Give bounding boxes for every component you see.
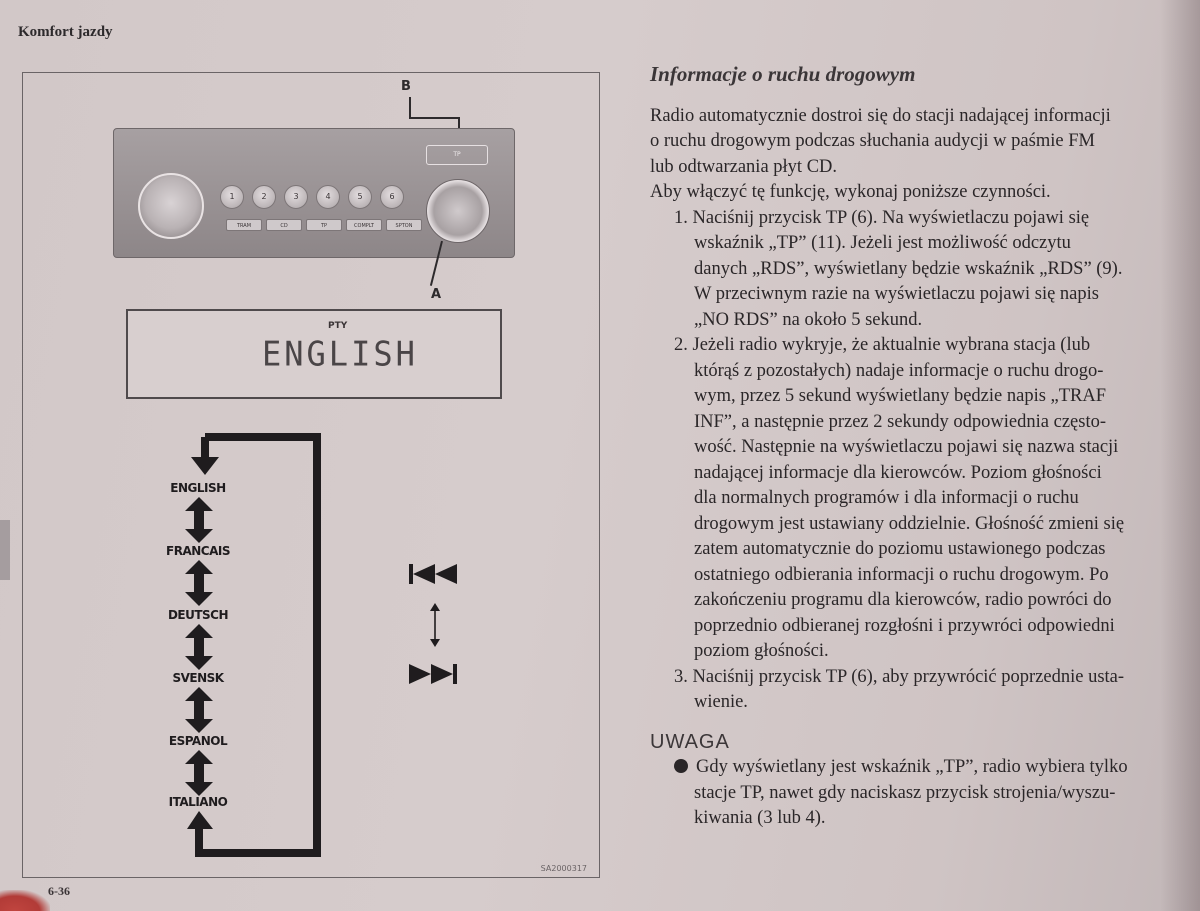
note-line: Gdy wyświetlany jest wskaźnik „TP”, radi… — [650, 755, 1190, 781]
preset-button-5: 5 — [348, 185, 372, 209]
intro-line: lub odtwarzania płyt CD. — [650, 156, 838, 177]
bullet-icon — [674, 759, 688, 773]
leader-line-b-h — [409, 117, 459, 119]
label-a: A — [431, 287, 442, 302]
up-down-arrow-icon — [185, 687, 213, 733]
lcd-text: ENGLISH — [262, 334, 418, 374]
language-francais: FRANCAIS — [166, 544, 230, 558]
language-svensk: SVENSK — [172, 671, 224, 685]
preset-button-6: 6 — [380, 185, 404, 209]
step-3-line: wienie. — [694, 692, 748, 712]
radio-figure: B 1 2 3 4 5 6 TRAM CD TP COMPLT SPTON TP… — [22, 72, 600, 878]
note-title: UWAGA — [650, 730, 730, 753]
function-button: SPTON — [386, 219, 422, 231]
language-espanol: ESPANOL — [168, 734, 228, 748]
step-2-line: wość. Następnie na wyświetlaczu pojawi s… — [694, 437, 1119, 457]
chapter-tab — [0, 520, 10, 580]
function-button: TRAM — [226, 219, 262, 231]
step-3-line: 3. Naciśnij przycisk TP (6), aby przywró… — [650, 665, 1190, 691]
finger-thumb — [0, 890, 50, 911]
up-down-arrow-icon — [185, 497, 213, 543]
figure-code: SA2000317 — [540, 864, 587, 873]
step-2-line: wym, przez 5 sekund wyświetlany będzie n… — [694, 386, 1107, 406]
step-1-line: „NO RDS” na około 5 sekund. — [694, 309, 923, 330]
step-2-line: dla normalnych programów i dla informacj… — [694, 488, 1079, 508]
preset-button-1: 1 — [220, 185, 244, 209]
label-b: B — [401, 79, 411, 94]
volume-knob — [138, 173, 204, 239]
step-2-line: zatem automatycznie do poziomu ustawione… — [694, 539, 1106, 559]
radio-unit: 1 2 3 4 5 6 TRAM CD TP COMPLT SPTON TP — [113, 128, 515, 258]
step-text: Jeżeli radio wykryje, że aktualnie wybra… — [692, 335, 1091, 355]
leader-line-b — [409, 97, 411, 119]
tp-button: TP — [426, 145, 488, 165]
intro-line: o ruchu drogowym podczas słuchania audyc… — [650, 131, 1095, 151]
function-button: COMPLT — [346, 219, 382, 231]
page-number: 6-36 — [48, 884, 70, 898]
up-down-arrow-icon — [185, 624, 213, 670]
function-buttons: TRAM CD TP COMPLT SPTON — [226, 219, 422, 231]
step-2-line: INF”, a następnie przez 2 sekundy odpowi… — [694, 411, 1106, 432]
language-deutsch: DEUTSCH — [167, 608, 229, 622]
lcd-display: PTY ENGLISH — [126, 309, 502, 399]
step-number: 2. — [674, 335, 688, 355]
intro-line: Radio automatycznie dostroi się do stacj… — [650, 105, 1111, 126]
language-english: ENGLISH — [170, 481, 226, 495]
function-button: CD — [266, 219, 302, 231]
step-2-line: poziom głośności. — [694, 641, 829, 661]
note-line: stacje TP, nawet gdy naciskasz przycisk … — [694, 782, 1116, 803]
preset-button-4: 4 — [316, 185, 340, 209]
step-2-line: którąś z pozostałych) nadaje informacje … — [694, 360, 1104, 381]
next-track-icon — [409, 664, 457, 684]
step-2-line: ostatniego odbierania informacji o ruchu… — [694, 564, 1109, 585]
step-1-line: 1. Naciśnij przycisk TP (6). Na wyświetl… — [650, 206, 1190, 232]
step-2-line: drogowym jest ustawiany oddzielnie. Głoś… — [694, 513, 1125, 534]
up-down-arrow-icon — [430, 603, 440, 647]
leader-line-b-v — [458, 117, 460, 131]
article: Informacje o ruchu drogowym Radio automa… — [650, 62, 1190, 832]
preset-button-3: 3 — [284, 185, 308, 209]
step-1-line: wskaźnik „TP” (11). Jeżeli jest możliwoś… — [694, 233, 1071, 253]
up-down-arrow-icon — [185, 560, 213, 606]
step-number: 3. — [674, 666, 688, 687]
step-number: 1. — [674, 207, 688, 228]
step-2-line: 2. Jeżeli radio wykryje, że aktualnie wy… — [650, 333, 1190, 359]
step-1-line: W przeciwnym razie na wyświetlaczu pojaw… — [694, 284, 1099, 304]
section-header: Komfort jazdy — [18, 24, 113, 40]
preset-button-2: 2 — [252, 185, 276, 209]
seek-dial — [426, 179, 490, 243]
step-2-line: zakończeniu programu dla kierowców, radi… — [694, 590, 1112, 610]
previous-track-icon — [409, 564, 457, 584]
note-text: Gdy wyświetlany jest wskaźnik „TP”, radi… — [696, 757, 1128, 777]
function-button: TP — [306, 219, 342, 231]
intro-line: Aby włączyć tę funkcję, wykonaj poniższe… — [650, 182, 1051, 202]
step-text: Naciśnij przycisk TP (6), aby przywrócić… — [692, 666, 1125, 687]
step-2-line: nadającej informacje dla kierowców. Pozi… — [694, 462, 1102, 483]
pty-indicator: PTY — [328, 321, 348, 331]
cycle-loop-arrow — [187, 433, 321, 857]
step-text: Naciśnij przycisk TP (6). Na wyświetlacz… — [692, 207, 1090, 228]
page-edge-shadow — [1160, 0, 1200, 911]
article-title: Informacje o ruchu drogowym — [650, 62, 916, 86]
step-1-line: danych „RDS”, wyświetlany będzie wskaźni… — [694, 258, 1123, 279]
step-2-line: poprzednio odbieranej rozgłośni i przywr… — [694, 615, 1115, 636]
language-italiano: ITALIANO — [168, 795, 228, 809]
note-line: kiwania (3 lub 4). — [694, 808, 826, 828]
up-down-arrow-icon — [185, 750, 213, 796]
